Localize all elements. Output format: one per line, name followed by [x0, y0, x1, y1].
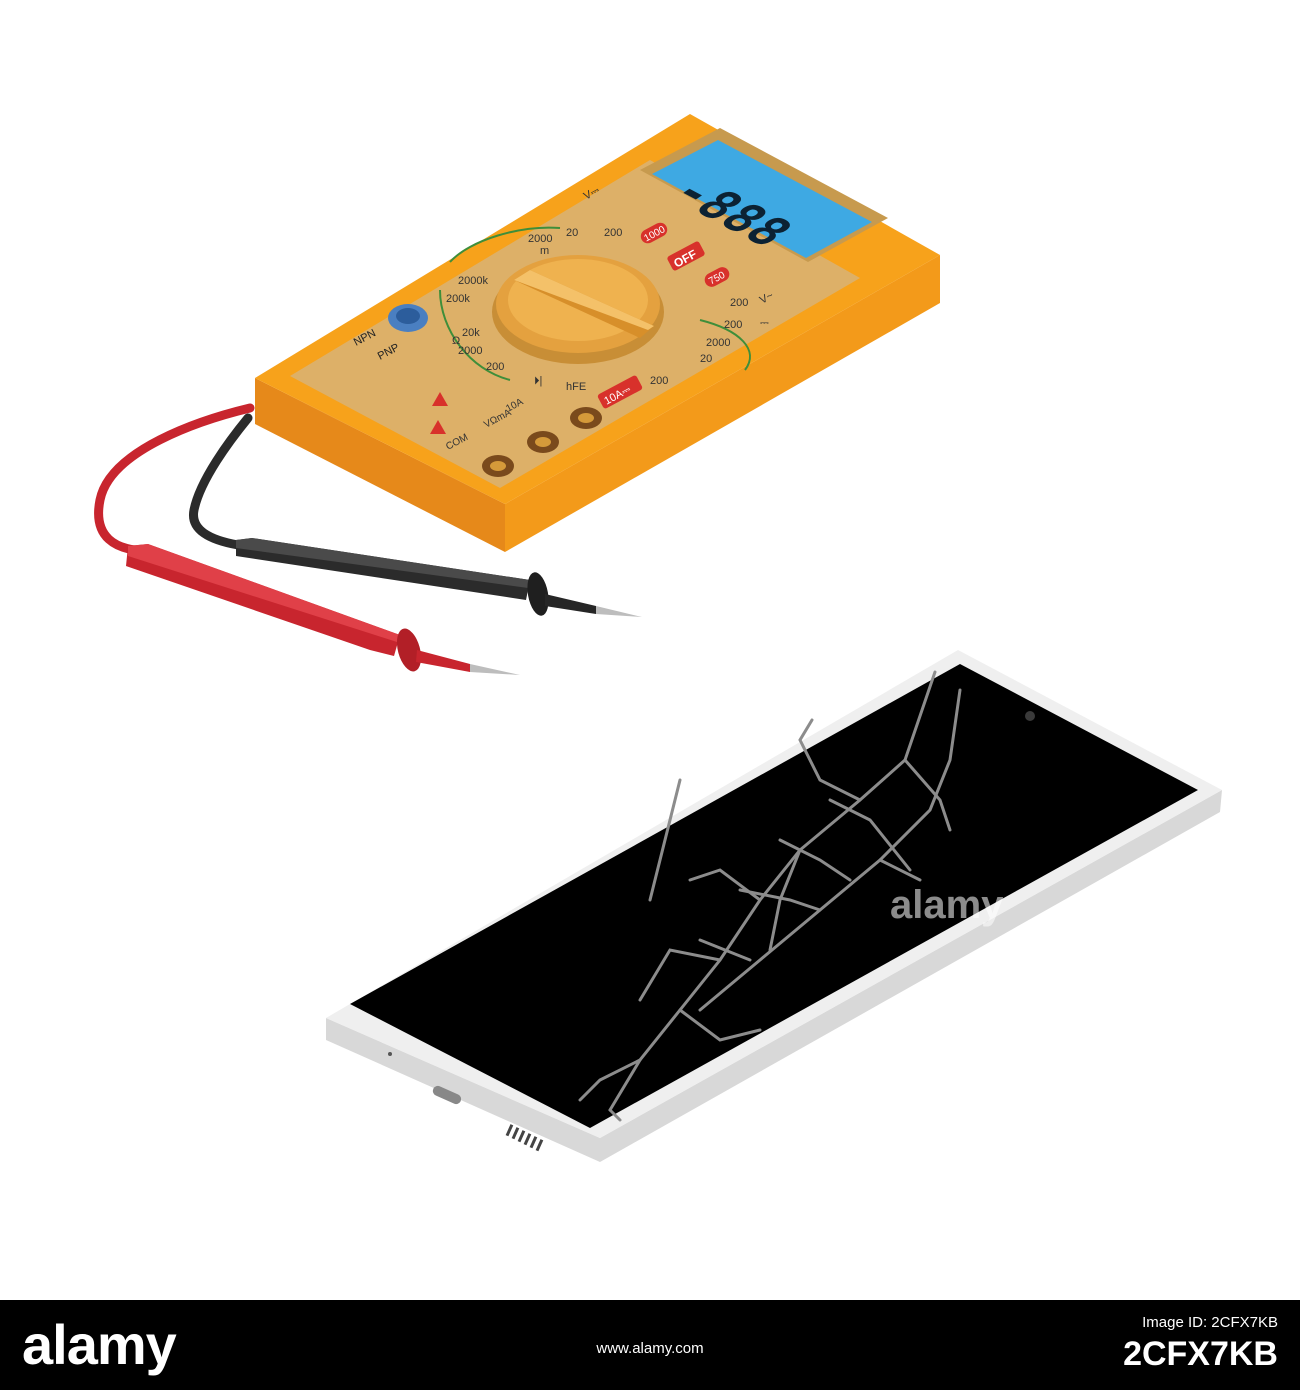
label-acv: V~ — [758, 290, 776, 307]
image-id-value: 2CFX7KB — [1123, 1335, 1278, 1373]
range-arc-green-2 — [699, 319, 751, 371]
label-ohm: Ω — [452, 335, 460, 347]
footer-url[interactable]: www.alamy.com — [596, 1340, 704, 1357]
multimeter-side-left — [255, 378, 505, 552]
cracked-smartphone — [326, 650, 1222, 1162]
label-20k: 20k — [462, 327, 480, 339]
label-2000k: 2000k — [458, 275, 488, 287]
label-2000m: 2000 — [528, 233, 552, 245]
label-a200: 200 — [724, 319, 742, 331]
usb-c-port — [432, 1085, 462, 1105]
label-200k: 200k — [446, 293, 470, 305]
label-a20: 20 — [700, 353, 712, 365]
label-diode: ⏵| — [534, 375, 542, 387]
stock-footer-bar: alamy www.alamy.com Image ID: 2CFX7KB 2C… — [0, 1300, 1300, 1390]
label-a200-low: 200 — [650, 375, 668, 387]
red-probe — [126, 544, 520, 675]
red-lead-wire — [94, 403, 255, 555]
label-unit-m: m — [540, 245, 549, 257]
label-a2000: 2000 — [706, 337, 730, 349]
multimeter-side-right — [505, 255, 940, 552]
screen-cracks — [578, 670, 962, 1122]
watermark-logo: alamy — [890, 883, 1004, 927]
label-acv-200: 200 — [730, 297, 748, 309]
jack-vohm-ma[interactable] — [527, 431, 559, 453]
image-id-block: Image ID: 2CFX7KB 2CFX7KB — [1123, 1314, 1278, 1374]
warning-icon — [432, 392, 448, 406]
badge-750 — [704, 267, 730, 287]
warning-icon-2 — [430, 420, 446, 434]
jack-com[interactable] — [482, 455, 514, 477]
range-arc-green-3 — [439, 289, 511, 381]
label-20: 20 — [566, 227, 578, 239]
label-200-ohm: 200 — [486, 361, 504, 373]
microphone-hole — [388, 1052, 392, 1056]
label-hfe: hFE — [566, 381, 586, 393]
front-camera — [1025, 711, 1035, 721]
badge-10a-dc — [597, 375, 643, 409]
speaker-grille — [505, 1124, 544, 1152]
illustration-scene: -888 OFF 1000 750 10A⎓ V⎓ V~ 2000 m 20 — [94, 114, 1222, 1162]
black-lead-wire — [189, 413, 253, 550]
test-leads — [94, 403, 642, 675]
label-200: 200 — [604, 227, 622, 239]
selector-dial[interactable] — [492, 255, 664, 364]
label-2000-ohm: 2000 — [458, 345, 482, 357]
range-arc-green — [449, 226, 561, 263]
label-amp-dc: ⎓ — [760, 317, 769, 329]
digital-multimeter: -888 OFF 1000 750 10A⎓ V⎓ V~ 2000 m 20 — [255, 114, 940, 552]
jack-10a[interactable] — [570, 407, 602, 429]
lcd-screen — [652, 140, 872, 258]
off-label-badge — [667, 241, 705, 271]
black-probe — [236, 538, 642, 617]
footer-logo[interactable]: alamy — [22, 1313, 177, 1376]
image-id-label: Image ID: 2CFX7KB — [1142, 1314, 1278, 1331]
badge-1000 — [640, 222, 668, 244]
